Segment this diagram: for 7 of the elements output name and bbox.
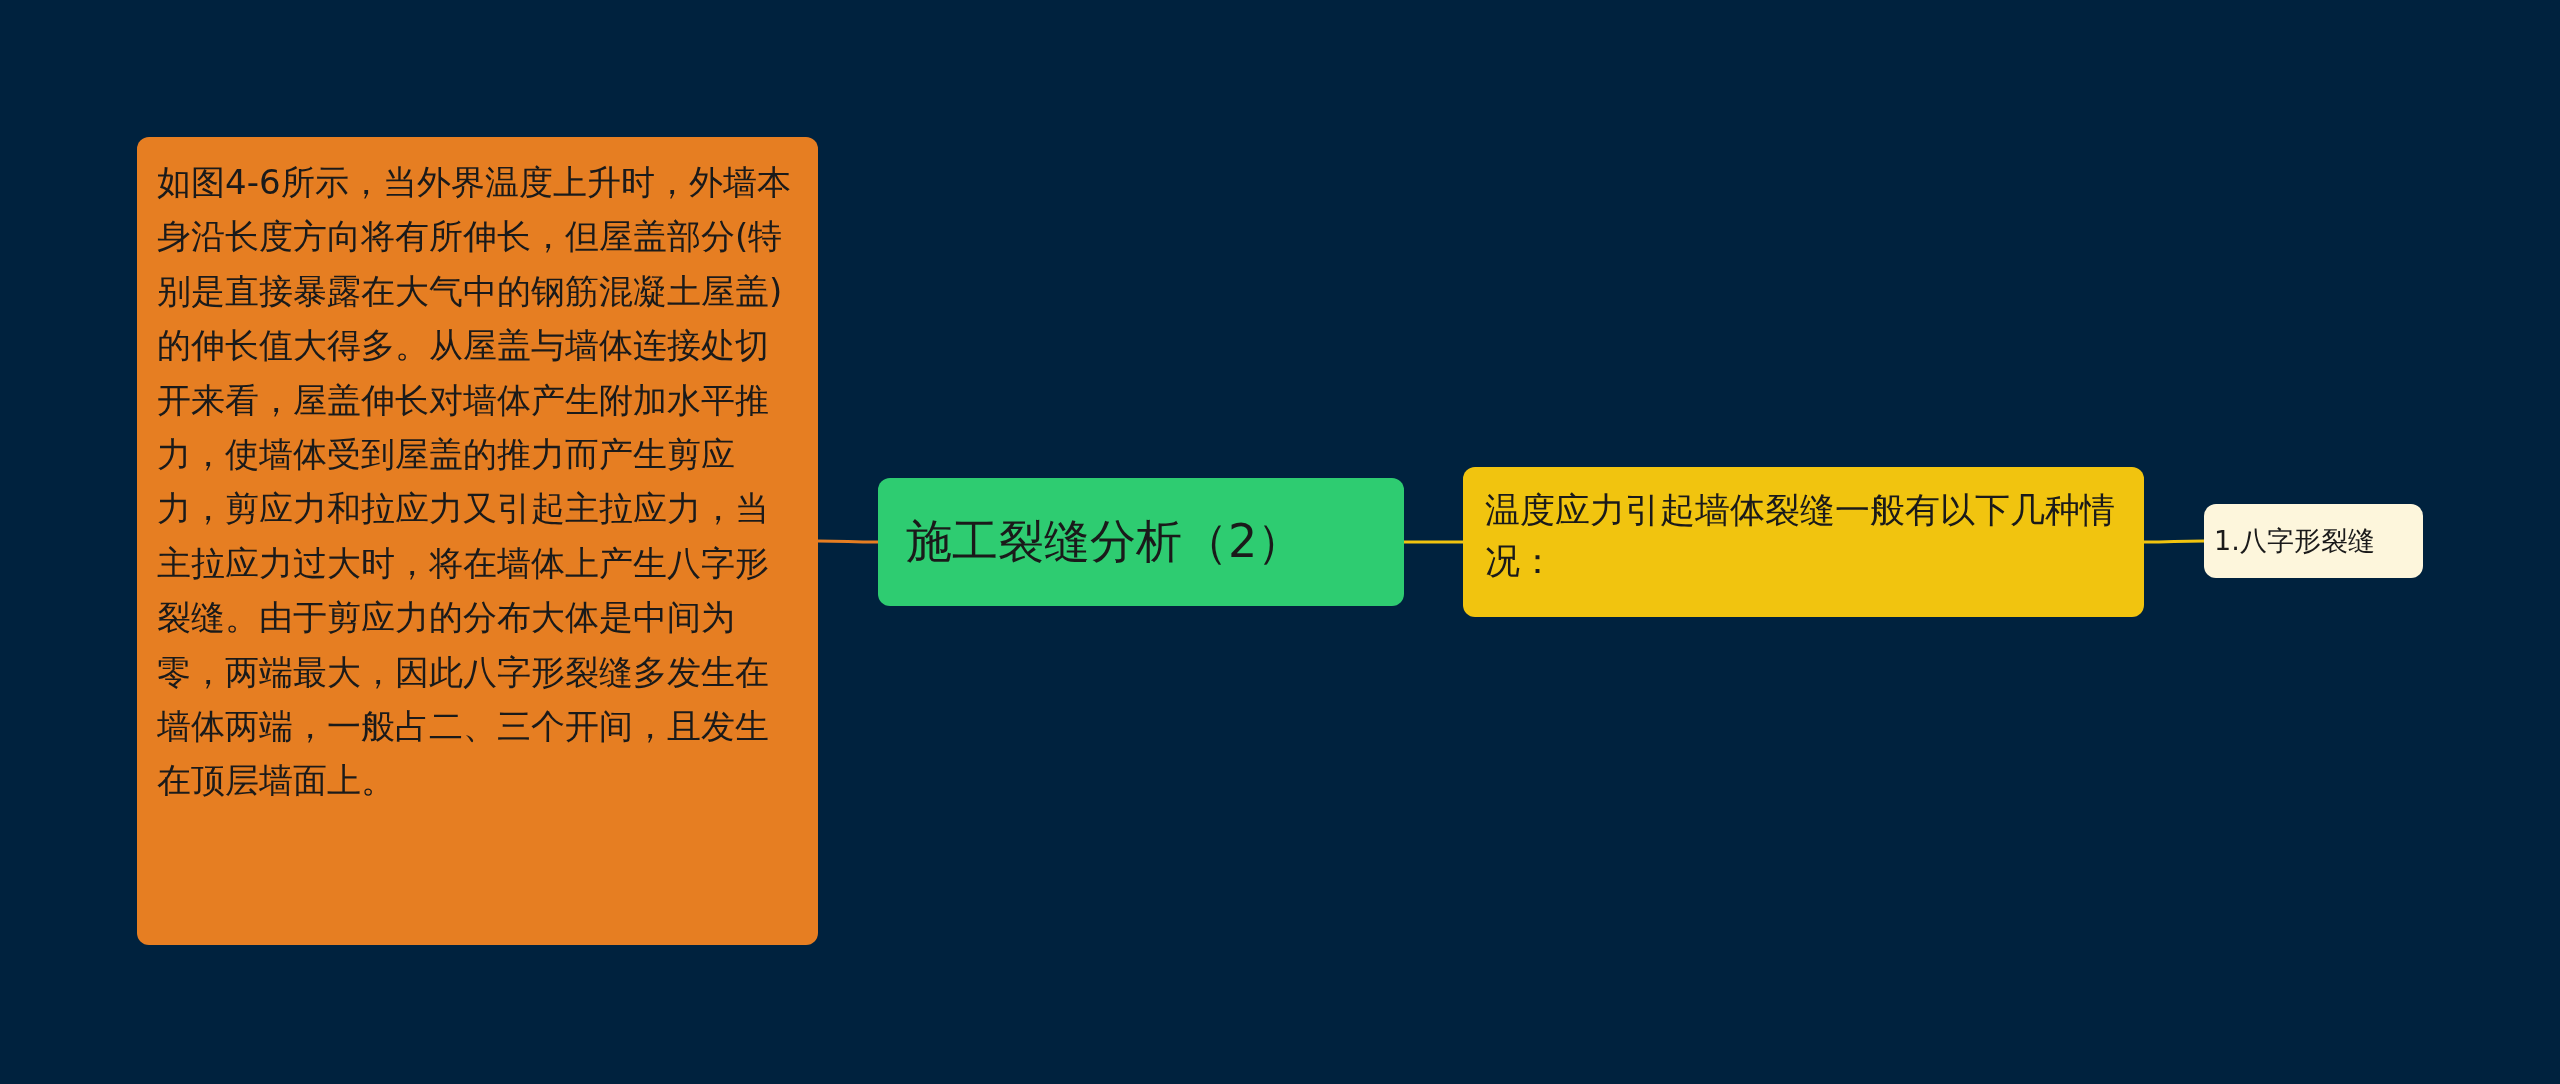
subtopic-box: 温度应力引起墙体裂缝一般有以下几种情况： [1463,467,2144,617]
connector-line [818,539,878,544]
connector-line [1404,540,1463,544]
main-topic-box: 施工裂缝分析（2） [878,478,1404,606]
connector-line [2144,539,2204,544]
text-box: 如图4-6所示，当外界温度上升时，外墙本身沿长度方向将有所伸长，但屋盖部分(特别是直接暴露在大气中的钢筋混凝土屋盖)的伸长值大得多。从屋盖与墙体连接处切开来看，屋盖伸长对墙体产生附加水平推力，使墙体受到屋盖的推力而产生剪应力，剪应力和拉应力又引起主拉应力，当主拉应力过大时，将在墙体上产生八字形裂缝。由于剪应力的分布大体是中间为零，两端最大，因此八字形裂缝多发生在墙体两端，一般占二、三个开间，且发生在顶层墙面上。 [137,137,818,945]
leaf-topic-box: 1.八字形裂缝 [2204,504,2423,578]
